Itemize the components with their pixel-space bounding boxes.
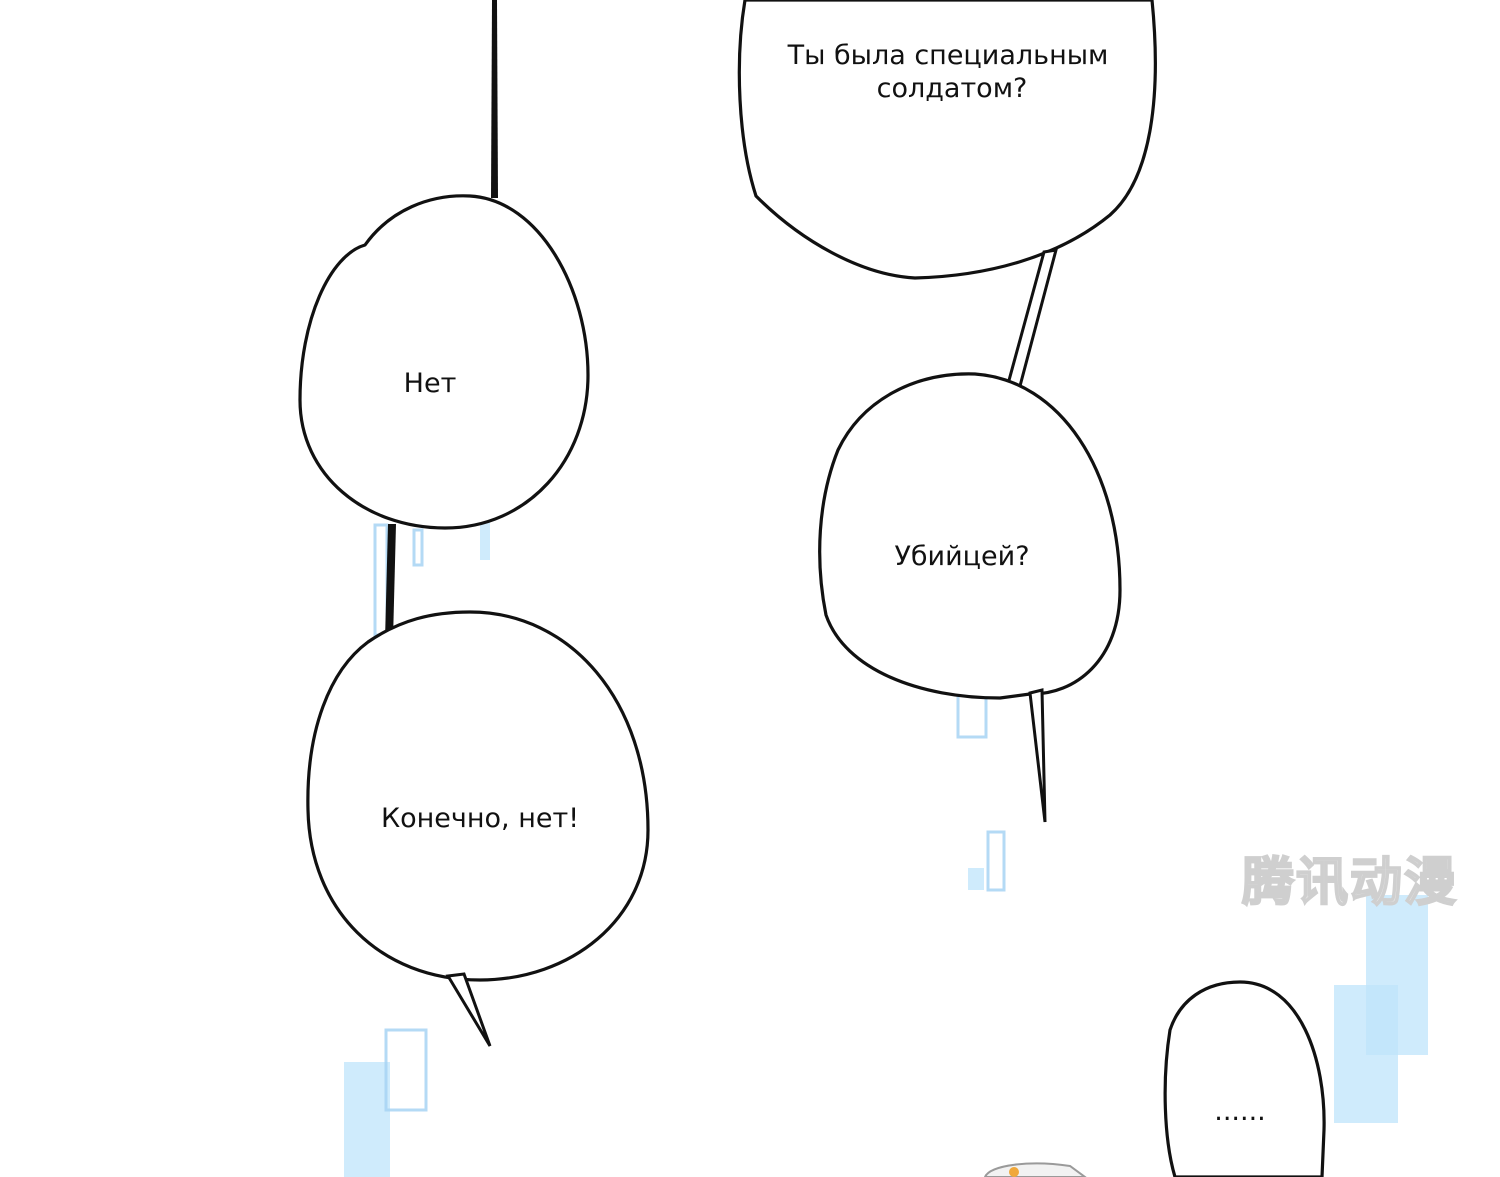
bubble-connector-line [385, 524, 396, 640]
deco-rect [968, 868, 984, 890]
deco-rect [373, 523, 389, 637]
speech-bubble-assassin: Убийцей? [818, 372, 1122, 700]
deco-rect [480, 520, 490, 560]
bubble-connector-line [491, 0, 498, 198]
watermark-logo: 腾讯动漫 [1242, 853, 1458, 913]
background-decorations [344, 520, 1428, 1177]
bubble-text: Убийцей? [894, 541, 1029, 572]
bubble-text-line: Ты была специальным [787, 40, 1109, 71]
bubble-tail [445, 972, 492, 1047]
deco-rect [986, 830, 1006, 892]
bubble-text: Нет [404, 368, 457, 399]
speech-bubble-special-soldier: Ты была специальным солдатом? [737, 0, 1157, 280]
deco-rect [412, 528, 424, 567]
bubble-tail [1028, 688, 1047, 823]
speech-bubble-no: Нет [298, 194, 590, 530]
deco-rect [1334, 985, 1398, 1123]
deco-rect [344, 1062, 390, 1177]
partial-character-object [983, 1162, 1087, 1177]
bubble-text-line: солдатом? [877, 73, 1028, 104]
bubble-tail [1006, 248, 1059, 388]
speech-bubble-silence: ...... [1163, 980, 1326, 1177]
deco-rect [956, 693, 988, 739]
bubble-text: Конечно, нет! [381, 803, 579, 834]
deco-rect [384, 1028, 428, 1112]
bubble-text: ...... [1214, 1096, 1266, 1127]
speech-bubble-of-course-not: Конечно, нет! [306, 610, 650, 982]
